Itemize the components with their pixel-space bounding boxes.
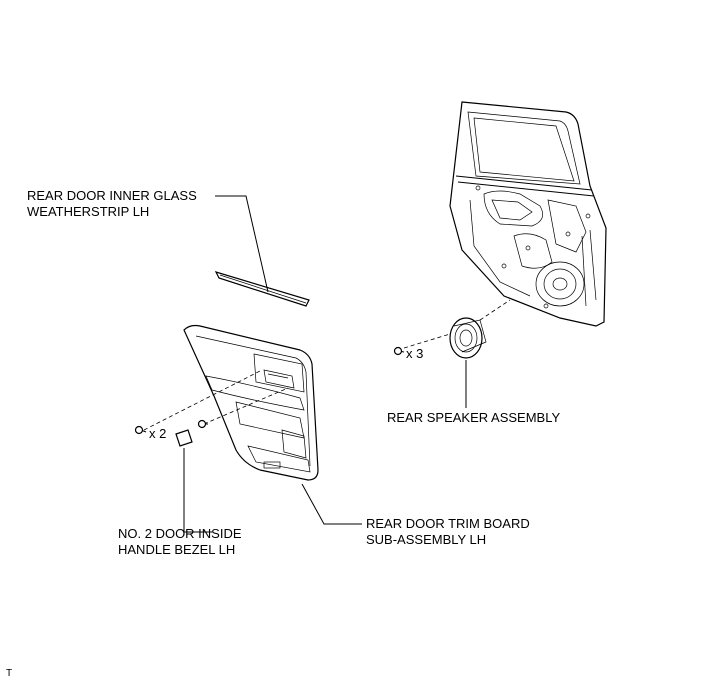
speaker-screw-quantity: x 3 — [406, 346, 424, 361]
trim-board-label: REAR DOOR TRIM BOARD SUB-ASSEMBLY LH — [366, 516, 530, 548]
weatherstrip-label-line-1: REAR DOOR INNER GLASS — [27, 188, 197, 203]
weatherstrip-leader — [215, 195, 269, 293]
bezel-label-line-1: NO. 2 DOOR INSIDE — [118, 526, 242, 541]
rear-door-panel — [449, 101, 607, 327]
bezel-label: NO. 2 DOOR INSIDE HANDLE BEZEL LH — [118, 526, 242, 558]
speaker-alignment-line — [479, 299, 511, 321]
trim-screw-quantity: x 2 — [149, 426, 167, 441]
speaker-label: REAR SPEAKER ASSEMBLY — [387, 410, 561, 425]
handle-bezel-part — [175, 429, 193, 447]
speaker-screw-icon — [393, 346, 405, 356]
trim-board-label-line-1: REAR DOOR TRIM BOARD — [366, 516, 530, 531]
corner-mark: T — [6, 668, 13, 679]
trim-clip-icon — [197, 419, 208, 429]
bezel-label-line-2: HANDLE BEZEL LH — [118, 542, 236, 557]
weatherstrip-label-line-2: WEATHERSTRIP LH — [27, 204, 150, 219]
trim-board-part — [183, 324, 319, 481]
trim-screw-icon — [134, 425, 147, 435]
trim-board-label-line-2: SUB-ASSEMBLY LH — [366, 532, 487, 547]
weatherstrip-part — [214, 271, 310, 307]
weatherstrip-label: REAR DOOR INNER GLASS WEATHERSTRIP LH — [27, 188, 197, 220]
speaker-part — [449, 317, 487, 359]
trim-board-leader — [301, 483, 362, 525]
bezel-leader — [183, 448, 212, 533]
